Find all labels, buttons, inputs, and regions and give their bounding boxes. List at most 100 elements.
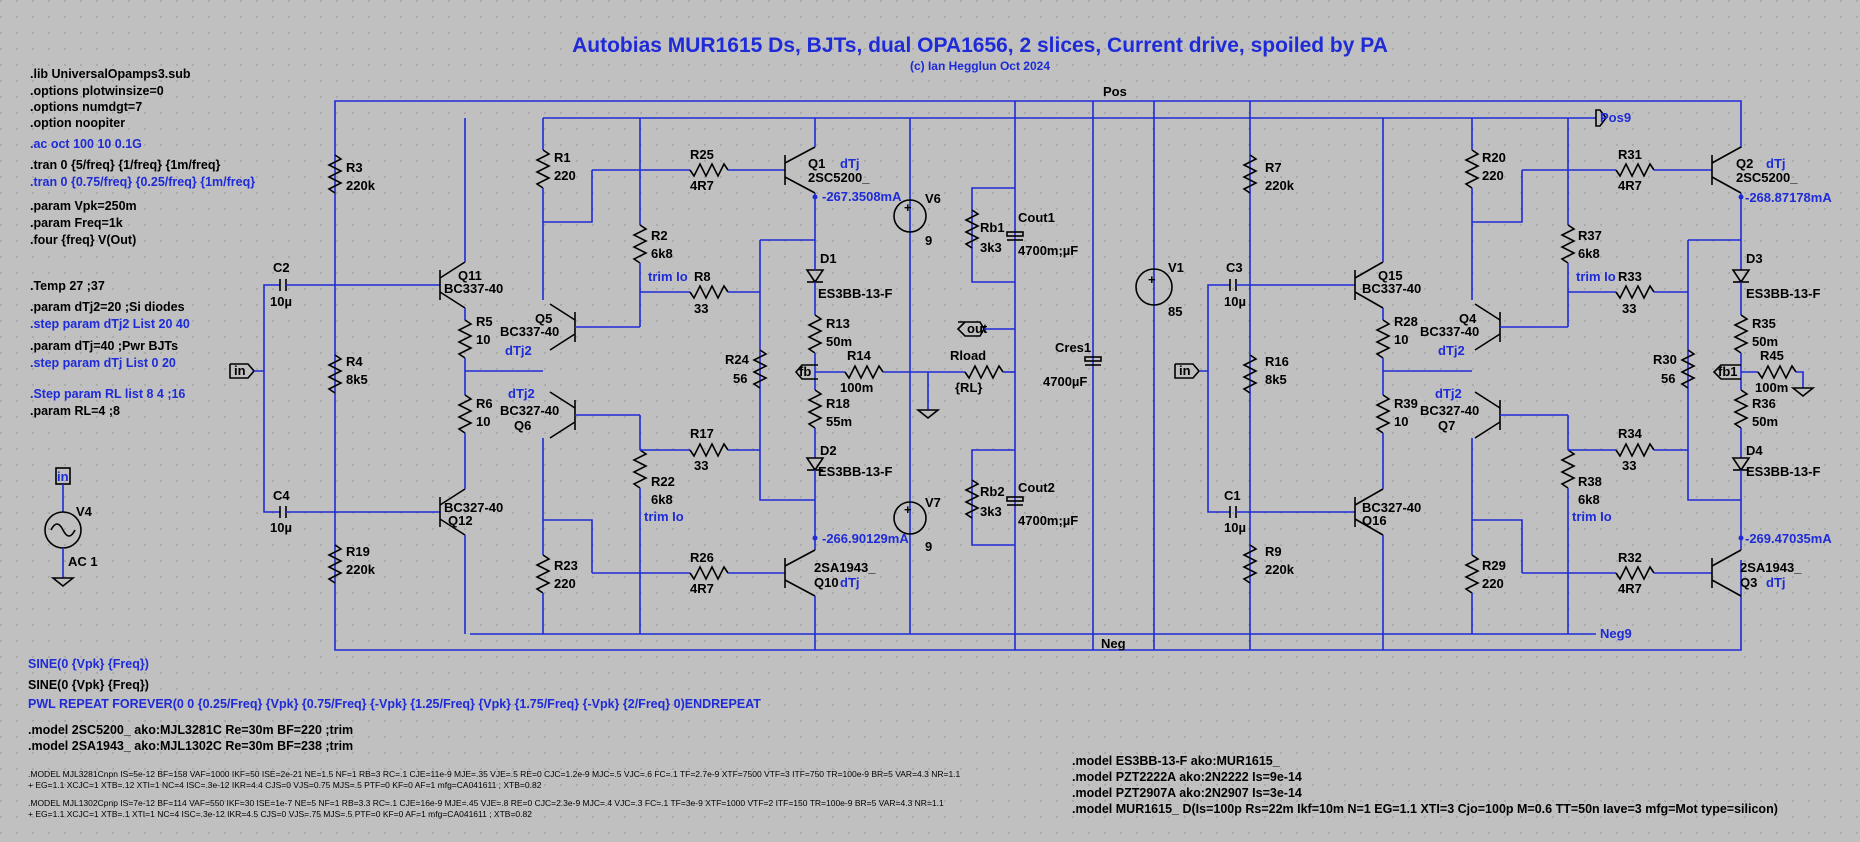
svg-text:dTj2: dTj2 [1435, 386, 1462, 401]
svg-text:R22: R22 [651, 474, 675, 489]
svg-text:R3: R3 [346, 160, 363, 175]
svg-text:220: 220 [1482, 576, 1504, 591]
directive-text[interactable]: .four {freq} V(Out) [30, 233, 136, 247]
svg-text:R39: R39 [1394, 396, 1418, 411]
svg-text:Cout1: Cout1 [1018, 210, 1055, 225]
model-text[interactable]: + EG=1.1 XCJC=1 XTB=.1 XTI=1 NC=4 ISC=.3… [28, 809, 532, 819]
directive-text[interactable]: .Step param RL list 8 4 ;16 [30, 387, 185, 401]
svg-text:10: 10 [1394, 414, 1408, 429]
model-text[interactable]: .model PZT2222A ako:2N2222 Is=9e-14 [1072, 770, 1302, 784]
svg-text:Q3: Q3 [1740, 575, 1757, 590]
probe-current-q10: -266.90129mA [822, 531, 909, 546]
in-port-label: in [1179, 363, 1191, 378]
model-text[interactable]: .model MUR1615_ D(Is=100p Rs=22m Ikf=10m… [1072, 802, 1778, 816]
svg-text:220: 220 [1482, 168, 1504, 183]
svg-text:Q4: Q4 [1459, 311, 1477, 326]
svg-text:dTj: dTj [840, 575, 860, 590]
svg-text:C1: C1 [1224, 488, 1241, 503]
svg-text:10: 10 [476, 414, 490, 429]
svg-text:trim Io: trim Io [1576, 269, 1616, 284]
directive-text[interactable]: .tran 0 {0.75/freq} {0.25/freq} {1m/freq… [30, 175, 255, 189]
svg-text:ES3BB-13-F: ES3BB-13-F [1746, 464, 1820, 479]
svg-text:R14: R14 [847, 348, 872, 363]
model-text[interactable]: .MODEL MJL3281Cnpn IS=5e-12 BF=158 VAF=1… [28, 769, 961, 779]
directive-text[interactable]: .model 2SC5200_ ako:MJL3281C Re=30m BF=2… [28, 723, 353, 737]
svg-text:R34: R34 [1618, 426, 1643, 441]
fb1-port-label: fb1 [1718, 364, 1738, 379]
svg-text:trim Io: trim Io [1572, 509, 1612, 524]
svg-text:trim Io: trim Io [648, 269, 688, 284]
directive-text[interactable]: .Temp 27 ;37 [30, 279, 105, 293]
neg9-label: Neg9 [1600, 626, 1632, 641]
svg-text:R4: R4 [346, 354, 363, 369]
directive-text[interactable]: .tran 0 {5/freq} {1/freq} {1m/freq} [30, 158, 220, 172]
svg-text:Cout2: Cout2 [1018, 480, 1055, 495]
directives-left: .lib UniversalOpamps3.sub .options plotw… [30, 67, 255, 418]
svg-text:BC327-40: BC327-40 [500, 403, 559, 418]
directive-text[interactable]: .options numdgt=7 [30, 100, 142, 114]
directive-text[interactable]: .param RL=4 ;8 [30, 404, 120, 418]
directive-text[interactable]: .lib UniversalOpamps3.sub [30, 67, 191, 81]
probe-current-q1: -267.3508mA [822, 189, 902, 204]
svg-text:Q6: Q6 [514, 418, 531, 433]
svg-text:ES3BB-13-F: ES3BB-13-F [1746, 286, 1820, 301]
in-port-label: in [234, 363, 246, 378]
directive-text[interactable]: .step param dTj List 0 20 [30, 356, 176, 370]
directive-text[interactable]: .option noopiter [30, 116, 125, 130]
svg-text:Q10: Q10 [814, 575, 839, 590]
svg-text:R28: R28 [1394, 314, 1418, 329]
svg-text:6k8: 6k8 [651, 492, 673, 507]
svg-text:100m: 100m [1755, 380, 1788, 395]
directive-text[interactable]: SINE(0 {Vpk} {Freq}) [28, 678, 149, 692]
svg-text:33: 33 [1622, 458, 1636, 473]
svg-text:D1: D1 [820, 251, 837, 266]
directive-text[interactable]: .param Vpk=250m [30, 199, 137, 213]
svg-text:Rload: Rload [950, 348, 986, 363]
svg-text:dTj: dTj [840, 156, 860, 171]
directive-text[interactable]: .options plotwinsize=0 [30, 84, 164, 98]
svg-text:BC337-40: BC337-40 [1362, 281, 1421, 296]
neg-rail-label: Neg [1101, 636, 1126, 651]
svg-text:220: 220 [554, 168, 576, 183]
directive-text[interactable]: PWL REPEAT FOREVER(0 0 {0.25/Freq} {Vpk}… [28, 697, 761, 711]
svg-text:dTj2: dTj2 [508, 386, 535, 401]
v6-name: V6 [925, 191, 941, 206]
svg-text:2SA1943_: 2SA1943_ [814, 560, 876, 575]
svg-text:6k8: 6k8 [1578, 246, 1600, 261]
directive-text[interactable]: .model 2SA1943_ ako:MJL1302C Re=30m BF=2… [28, 739, 353, 753]
svg-text:Cres1: Cres1 [1055, 340, 1091, 355]
directive-text[interactable]: .param dTj=40 ;Pwr BJTs [30, 339, 178, 353]
svg-text:4700m;µF: 4700m;µF [1018, 243, 1078, 258]
svg-text:33: 33 [694, 458, 708, 473]
svg-text:Q2: Q2 [1736, 156, 1753, 171]
svg-text:10: 10 [1394, 332, 1408, 347]
svg-text:R17: R17 [690, 426, 714, 441]
svg-text:3k3: 3k3 [980, 240, 1002, 255]
svg-text:R20: R20 [1482, 150, 1506, 165]
model-text[interactable]: .model ES3BB-13-F ako:MUR1615_ [1072, 754, 1281, 768]
svg-text:C2: C2 [273, 260, 290, 275]
svg-text:+: + [904, 200, 912, 215]
svg-text:R45: R45 [1760, 348, 1784, 363]
svg-text:Rb2: Rb2 [980, 484, 1005, 499]
directive-text[interactable]: SINE(0 {Vpk} {Freq}) [28, 657, 149, 671]
fb-port-label: fb [799, 364, 811, 379]
svg-text:R8: R8 [694, 269, 711, 284]
svg-text:R1: R1 [554, 150, 571, 165]
directive-text[interactable]: .param dTj2=20 ;Si diodes [30, 300, 185, 314]
directive-text[interactable]: .step param dTj2 List 20 40 [30, 317, 190, 331]
svg-text:2SC5200_: 2SC5200_ [808, 170, 870, 185]
model-text[interactable]: + EG=1.1 XCJC=1 XTB=.12 XTI=1 NC=4 ISC=.… [28, 780, 542, 790]
directive-text[interactable]: .ac oct 100 10 0.1G [30, 137, 142, 151]
svg-text:Q15: Q15 [1378, 268, 1403, 283]
model-text[interactable]: .MODEL MJL1302Cpnp IS=7e-12 BF=114 VAF=5… [28, 798, 944, 808]
directive-text[interactable]: .param Freq=1k [30, 216, 123, 230]
svg-text:2SA1943_: 2SA1943_ [1740, 560, 1802, 575]
model-text[interactable]: .model PZT2907A ako:2N2907 Is=3e-14 [1072, 786, 1302, 800]
svg-text:50m: 50m [1752, 414, 1778, 429]
svg-text:33: 33 [694, 301, 708, 316]
v1-value: 85 [1168, 304, 1182, 319]
